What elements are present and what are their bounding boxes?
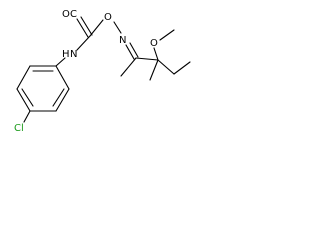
bond-ethyl-terminal [173,61,191,75]
bond-quaternary-methyl [149,59,159,81]
bond-methoxy-methyl [159,29,175,41]
methoxy-oxygen-label: O [150,38,158,49]
ring-double-inner-3 [52,88,65,107]
bond-carbonyl-double-2 [80,16,93,36]
bond-ring-chlorine [23,110,31,123]
bond-carbon-ester-oxygen [89,19,104,37]
oxime-nitrogen-label: N [119,35,126,46]
ring-double-inner-2 [21,88,34,107]
amide-hydrogen-label: H [62,49,70,60]
bond-oxime-carbon-methyl [120,57,137,77]
ring-bond-2 [16,65,31,90]
bond-oxime-carbon-quaternary [135,57,159,61]
ring-bond-5 [55,88,70,112]
bond-oxime-double-1 [129,42,139,58]
bonds [16,16,191,123]
amide-nitrogen-label: N [70,49,77,60]
ring-bond-3 [16,88,31,112]
bond-quaternary-ethyl [157,59,175,75]
bond-amide-nitrogen-ring [55,57,66,67]
bond-quaternary-methoxy-oxygen [153,47,159,61]
carbonyl-oxygen-label: O [62,9,70,20]
chlorine-label: Cl [14,123,24,134]
bond-carbonyl-double-1 [76,18,89,38]
chemical-structure-diagram: O C O N O H N Cl [14,9,191,134]
bond-carbon-amide-nitrogen [76,35,91,51]
structure-canvas: O C O N O H N Cl [0,0,196,148]
bond-oxygen-nitrogen [113,21,122,34]
bond-oxime-double-2 [125,44,135,60]
carbonyl-carbon-label: C [70,9,77,20]
atom-labels: O C O N O H N Cl [14,9,158,134]
ring-bond-6 [55,65,70,90]
ester-oxygen-label: O [104,12,112,23]
